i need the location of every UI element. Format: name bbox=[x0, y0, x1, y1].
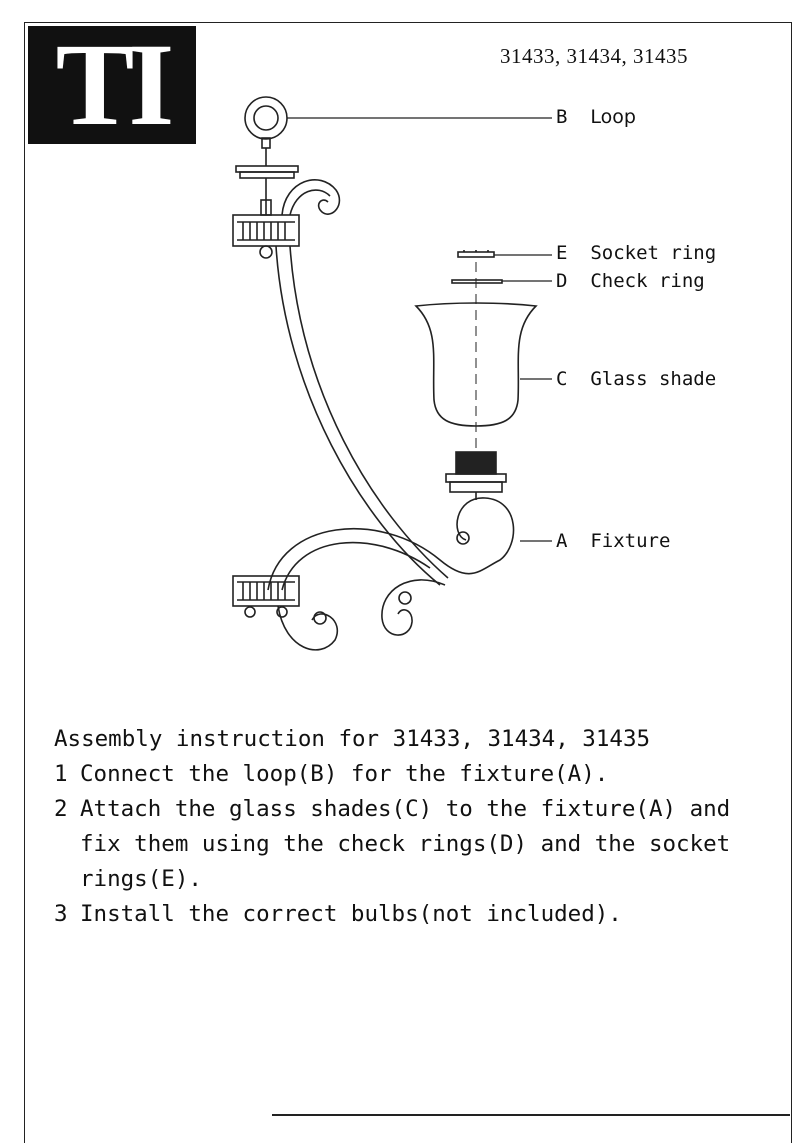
model-numbers: 31433, 31434, 31435 bbox=[500, 44, 688, 68]
canopy-part bbox=[235, 148, 299, 216]
page-frame bbox=[24, 22, 792, 1143]
label-glass-shade: C Glass shade bbox=[556, 368, 717, 390]
main-arm bbox=[275, 245, 441, 586]
glass-shade-part bbox=[414, 302, 538, 427]
step-number: 1 bbox=[54, 761, 68, 787]
instruction-step: 1 Connect the loop(B) for the fixture(A)… bbox=[54, 757, 774, 792]
step-text: Attach the glass shades(C) to the fixtur… bbox=[80, 796, 731, 892]
step-text: Connect the loop(B) for the fixture(A). bbox=[80, 761, 609, 787]
label-loop: B Loop bbox=[556, 106, 636, 128]
brand-logo: TI bbox=[28, 26, 196, 144]
step-text: Install the correct bulbs(not included). bbox=[80, 901, 622, 927]
assembly-instructions: Assembly instruction for 31433, 31434, 3… bbox=[54, 722, 774, 932]
check-ring-part bbox=[451, 279, 552, 284]
instructions-title: Assembly instruction for 31433, 31434, 3… bbox=[54, 726, 651, 752]
bottom-rule bbox=[272, 1114, 790, 1116]
step-number: 2 bbox=[54, 796, 68, 822]
socket-ring-part bbox=[457, 250, 552, 258]
upper-cup bbox=[232, 214, 300, 259]
top-scroll bbox=[281, 179, 341, 216]
step-number: 3 bbox=[54, 901, 68, 927]
instruction-step: 3 Install the correct bulbs(not included… bbox=[54, 897, 774, 932]
socket-cup bbox=[445, 451, 507, 500]
label-socket-ring: E Socket ring bbox=[556, 242, 717, 264]
loop-part bbox=[244, 96, 552, 149]
lower-cup bbox=[232, 575, 300, 618]
assembly-diagram bbox=[232, 96, 552, 651]
instruction-step: 2 Attach the glass shades(C) to the fixt… bbox=[54, 792, 774, 897]
label-fixture: A Fixture bbox=[556, 530, 671, 552]
label-check-ring: D Check ring bbox=[556, 270, 705, 292]
